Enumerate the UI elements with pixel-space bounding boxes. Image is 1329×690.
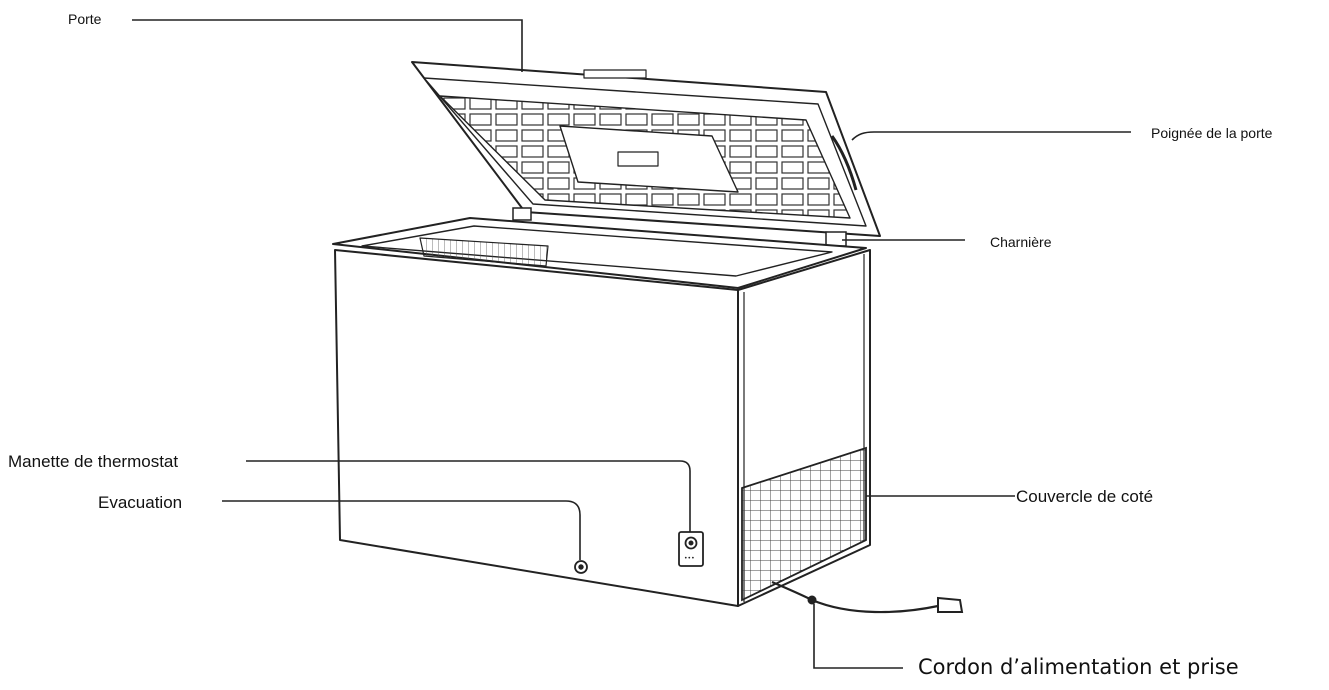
- label-cordon: Cordon d’alimentation et prise: [918, 655, 1239, 679]
- leader-evacuation: [222, 500, 581, 560]
- side-vent-cover: [741, 446, 867, 602]
- leader-cordon: [813, 604, 903, 669]
- label-couvercle: Couvercle de coté: [1016, 487, 1154, 506]
- leader-thermostat: [246, 460, 691, 532]
- cabinet-opening: [361, 225, 833, 277]
- hinge-right: [825, 231, 847, 247]
- lid: [411, 61, 881, 237]
- lid-side-handle: [830, 135, 858, 191]
- leader-lines: [132, 19, 1131, 669]
- svg-text:•••: •••: [684, 555, 695, 562]
- label-evacuation: Evacuation: [98, 493, 183, 512]
- storage-basket: [419, 237, 549, 267]
- label-thermostat: Manette de thermostat: [8, 452, 179, 471]
- hinge-left: [512, 207, 532, 221]
- power-cord: [771, 580, 964, 614]
- leader-poignee: [851, 131, 1131, 141]
- label-poignee: Poignée de la porte: [1151, 125, 1273, 141]
- lid-top-handle: [583, 69, 647, 79]
- leader-porte: [132, 19, 523, 72]
- thermostat-knob: •••: [678, 531, 704, 567]
- drain-plug: [574, 560, 588, 574]
- label-charniere: Charnière: [990, 234, 1052, 250]
- label-porte: Porte: [68, 11, 102, 27]
- power-plug: [937, 596, 964, 613]
- cabinet-front: [334, 249, 739, 607]
- lid-logo: [617, 151, 659, 167]
